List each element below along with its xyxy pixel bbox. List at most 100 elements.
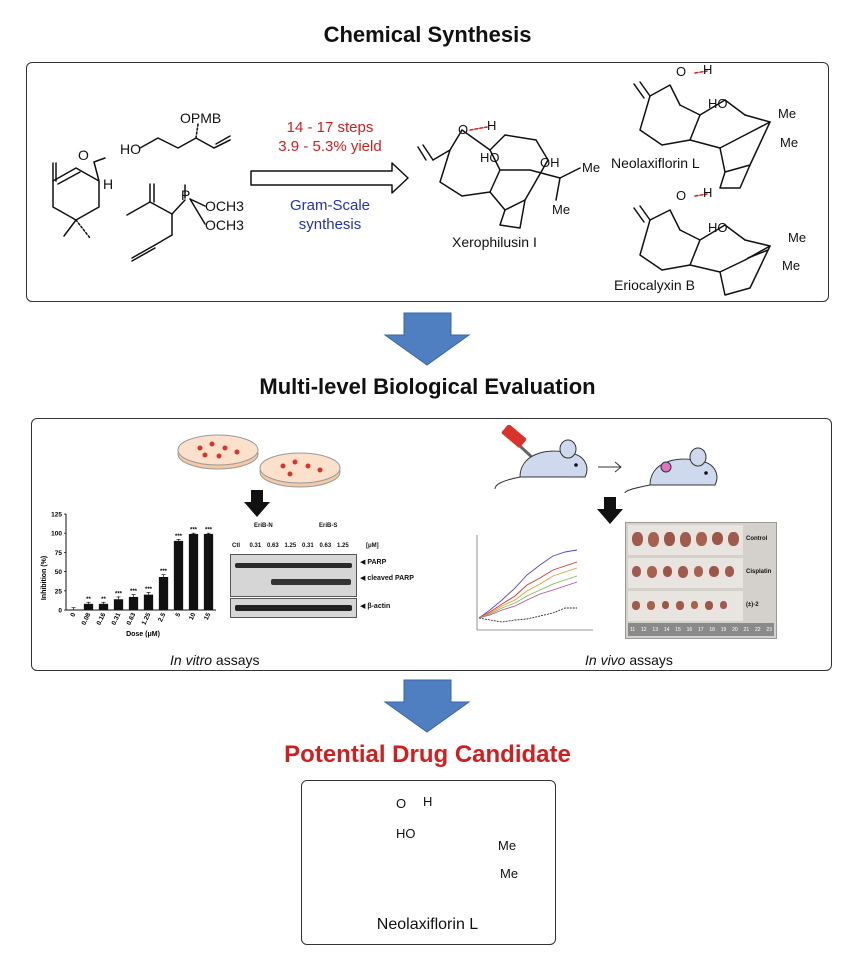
chart-bar (98, 603, 109, 610)
neolaxiflorin-ho-label: HO (708, 96, 728, 111)
ruler-number: 18 (709, 626, 715, 633)
blot-lane-label: 0.63 (319, 543, 332, 549)
neolaxiflorin-structure-top (633, 70, 771, 189)
chart-x-tick-label: 2.5 (157, 612, 167, 623)
chart-y-tick-label: 50 (55, 569, 63, 576)
chart-significance-label: *** (145, 587, 153, 593)
sm1-hydrogen-label: H (103, 176, 114, 192)
synthesis-text: synthesis (298, 216, 362, 233)
blot-header-eribn: EriB-N (254, 523, 273, 529)
in-vivo-down-arrow (597, 497, 623, 524)
chart-x-tick-label: 0.08 (81, 612, 93, 627)
candidate-me-label-1: Me (498, 838, 517, 853)
blot-actin-panel (230, 598, 357, 618)
chart-y-tick-label: 0 (58, 608, 62, 615)
chart-y-tick-label: 25 (55, 588, 63, 595)
eriocalyxin-me-label-2: Me (782, 258, 801, 273)
ruler-number: 11 (630, 626, 636, 633)
ruler-number: 22 (754, 626, 761, 633)
chart-x-tick-label: 5 (174, 612, 182, 619)
candidate-o-label: O (396, 796, 407, 811)
eriocalyxin-me-label-1: Me (788, 230, 807, 245)
chart-bar (203, 533, 214, 610)
synthesis-panel (26, 62, 829, 302)
blot-lane-label: 1.25 (284, 543, 297, 549)
tumor-row-cisplatin (628, 558, 743, 588)
candidate-name: Neolaxiflorin L (376, 916, 479, 933)
parp-band (235, 563, 352, 568)
tumor-growth-plot (476, 535, 593, 631)
down-arrow-2 (383, 679, 471, 733)
blot-lane-label: 0.31 (302, 543, 314, 549)
ruler-number: 20 (732, 626, 738, 633)
chart-bar (188, 533, 199, 610)
petri-dishes-icon (177, 434, 341, 488)
blot-lane-label: 1.25 (337, 543, 349, 549)
xerophilusin-oh-label: OH (540, 155, 560, 170)
chart-x-tick-label: 0.31 (111, 612, 123, 627)
eriocalyxin-h-label: H (703, 185, 713, 200)
ruler-number: 12 (641, 626, 647, 633)
ruler-number: 19 (720, 626, 727, 633)
chart-significance-label: *** (205, 528, 213, 534)
blot-unit: [μM] (366, 543, 379, 549)
xerophilusin-ho-label: HO (480, 150, 500, 165)
xerophilusin-structure (417, 126, 581, 229)
tumor-label-compound: (±)-2 (746, 602, 759, 608)
chart-x-tick-label: 0 (69, 612, 77, 619)
neolaxiflorin-o-label: O (676, 64, 687, 79)
xerophilusin-me-label-2: Me (552, 202, 571, 217)
blot-lane-labels: Ctl 0.31 0.63 1.25 0.31 0.63 1.25 (228, 543, 358, 552)
tumor-row-control (628, 525, 743, 555)
ruler-number: 23 (766, 626, 772, 633)
xerophilusin-me-label-1: Me (582, 160, 601, 175)
eriocalyxin-structure (633, 193, 771, 296)
eriocalyxin-ho-label: HO (708, 220, 728, 235)
sm3-p-label: P (181, 187, 191, 203)
chart-y-tick-label: 100 (51, 531, 62, 538)
blot-parp-panel (230, 554, 357, 597)
blot-label-parp: ◀ PARP (360, 559, 387, 566)
chart-bar (173, 540, 184, 610)
candidate-panel (301, 780, 556, 945)
title-biological-evaluation: Multi-level Biological Evaluation (259, 374, 596, 399)
chart-significance-label: *** (175, 534, 183, 540)
in-vitro-down-arrow (244, 490, 270, 517)
candidate-ho-label: HO (396, 826, 416, 841)
chart-x-tick-label: 0.63 (126, 612, 138, 627)
gram-scale-text: Gram-Scale (289, 197, 371, 214)
chart-significance-label: ** (101, 597, 106, 603)
title-chemical-synthesis: Chemical Synthesis (323, 22, 532, 47)
chart-y-tick-label: 75 (55, 550, 63, 557)
in-vivo-assays-label: In vivo assays (585, 652, 673, 668)
candidate-me-label-2: Me (500, 866, 519, 881)
chart-x-tick-label: 1.25 (141, 612, 153, 627)
chart-significance-label: *** (190, 528, 198, 534)
tumor-row-compound (628, 591, 743, 621)
blot-lane-label: 0.63 (267, 543, 279, 549)
sm2-opmb-label: OPMB (180, 110, 222, 126)
candidate-h-label: H (423, 794, 433, 809)
yield-text: 3.9 - 5.3% yield (278, 138, 382, 155)
mice-icon (494, 425, 718, 494)
chart-x-tick-label: 0.16 (96, 612, 108, 627)
eriocalyxin-name: Eriocalyxin B (614, 277, 695, 293)
blot-lane-label: Ctl (232, 543, 240, 549)
chart-y-tick-label: 125 (51, 512, 62, 519)
starting-material-1-structure (52, 157, 106, 239)
in-vitro-assays-label: In vitro assays (170, 652, 260, 668)
cleaved-parp-band (271, 579, 351, 585)
neolaxiflorin-me-label-1: Me (778, 106, 797, 121)
title-potential-drug-candidate: Potential Drug Candidate (284, 741, 571, 768)
neolaxiflorin-me-label-2: Me (780, 135, 799, 150)
actin-band (235, 605, 352, 611)
sm1-oxygen-label: O (78, 147, 89, 163)
steps-text: 14 - 17 steps (286, 119, 374, 136)
blot-lane-label: 0.31 (249, 543, 262, 549)
xerophilusin-name: Xerophilusin I (452, 234, 537, 250)
ruler-number: 17 (697, 626, 704, 633)
chart-y-axis-label: Inhibition (%) (41, 556, 48, 600)
